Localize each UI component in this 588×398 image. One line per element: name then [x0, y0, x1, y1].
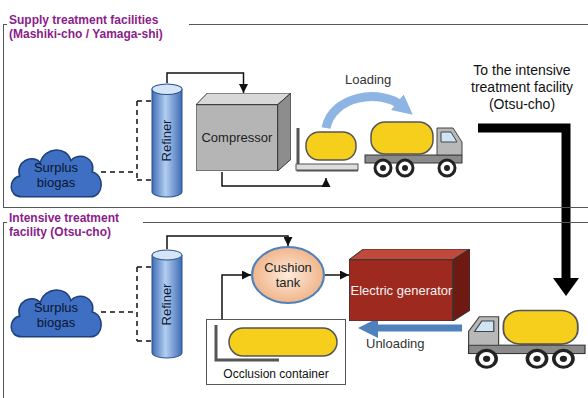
- band-heading: Intensive treatment facility (Otsu-cho): [7, 211, 143, 239]
- biogas-cloud: Surplus biogas: [7, 281, 105, 343]
- node-label: Surplus biogas: [25, 160, 87, 190]
- occlusion-container-box: Occlusion container: [206, 319, 346, 385]
- equipment-cube: Compressor: [196, 93, 291, 171]
- band-heading: Supply treatment facilities (Mashiki-cho…: [7, 13, 189, 41]
- node-label: Occlusion container: [223, 367, 328, 381]
- node-label: Electric generator: [351, 283, 453, 298]
- flow-label: Unloading: [366, 336, 456, 352]
- flow-connector: [222, 275, 251, 319]
- equipment-cube: Electric generator: [349, 249, 470, 321]
- flow-connector: [167, 236, 288, 249]
- flow-connector: [325, 274, 349, 276]
- cushion-tank-circle: Cushion tank: [251, 246, 325, 304]
- refiner-cylinder: Refiner: [151, 249, 183, 359]
- refiner-cylinder: Refiner: [151, 83, 183, 198]
- node-label: Compressor: [201, 130, 272, 145]
- node-label: Cushion tank: [259, 260, 317, 290]
- flow-label: To the intensive treatment facility (Ots…: [460, 62, 584, 112]
- facility-band: Supply treatment facilities (Mashiki-cho…: [3, 24, 588, 208]
- biogas-cloud: Surplus biogas: [7, 141, 105, 203]
- gas-feed-line: [101, 101, 151, 180]
- node-label: Refiner: [160, 120, 175, 162]
- node-label: Surplus biogas: [25, 300, 87, 330]
- facility-band: Intensive treatment facility (Otsu-cho)S…: [3, 222, 588, 398]
- flow-label: Loading: [345, 72, 435, 88]
- node-label: Refiner: [160, 283, 175, 325]
- gas-feed-line: [101, 267, 151, 341]
